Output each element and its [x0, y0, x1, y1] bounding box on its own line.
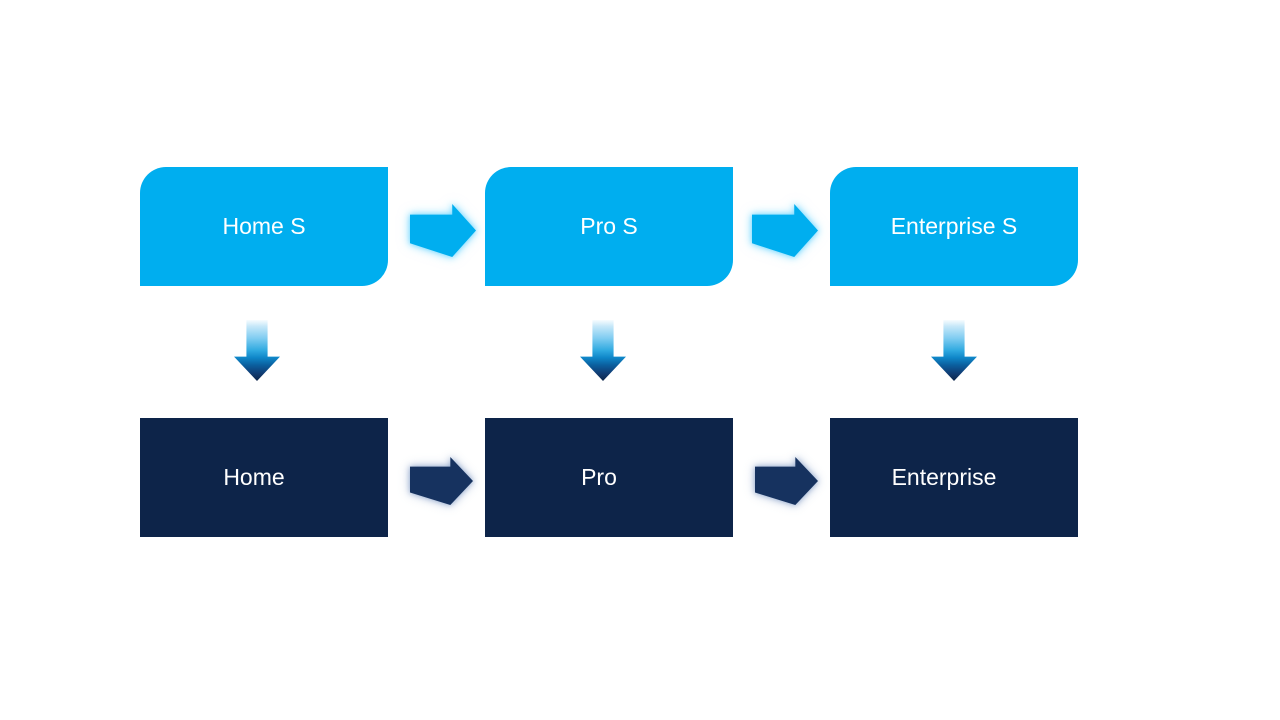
node-enterprise-s[interactable]: Enterprise S: [830, 167, 1078, 286]
down-arrow-icon: [931, 320, 977, 381]
node-pro-label: Pro: [581, 464, 617, 490]
node-enterprise-s-label: Enterprise S: [890, 213, 1018, 239]
right-arrow-icon: [755, 457, 818, 505]
node-pro-s[interactable]: Pro S: [485, 167, 733, 286]
node-enterprise-label: Enterprise: [891, 464, 997, 490]
right-arrow-icon: [752, 204, 818, 257]
node-pro-s-label: Pro S: [580, 213, 638, 239]
down-arrow-icon: [234, 320, 280, 381]
right-arrow-icon: [410, 457, 473, 505]
node-enterprise[interactable]: Enterprise: [830, 418, 1078, 537]
node-home-label: Home: [223, 464, 285, 490]
node-home-s[interactable]: Home S: [140, 167, 388, 286]
down-arrow-icon: [580, 320, 626, 381]
node-home-s-label: Home S: [222, 213, 306, 239]
right-arrow-icon: [410, 204, 476, 257]
node-pro[interactable]: Pro: [485, 418, 733, 537]
node-home[interactable]: Home: [140, 418, 388, 537]
